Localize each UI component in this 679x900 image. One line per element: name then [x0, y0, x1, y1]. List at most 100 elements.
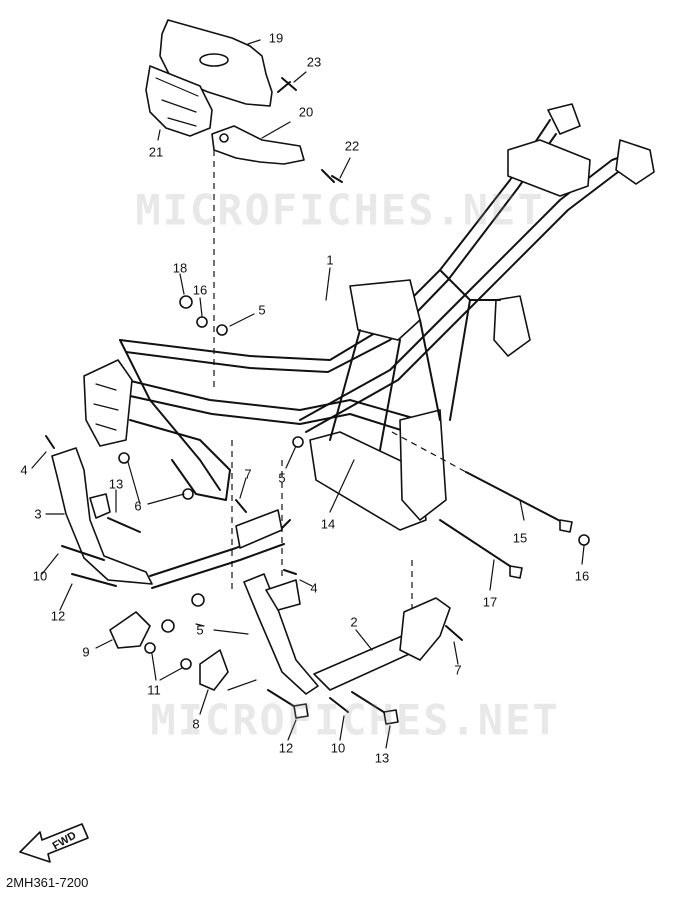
leader-7b	[453, 641, 459, 665]
callout-12-bottom: 12	[278, 740, 294, 756]
part-11-nut-b	[180, 658, 192, 670]
callout-2: 2	[350, 614, 358, 630]
part-6-nut-a	[118, 452, 130, 464]
part-20-hole	[219, 133, 229, 143]
frame-pivot-block	[309, 431, 427, 531]
callout-21: 21	[148, 144, 164, 160]
frame-side-plate	[493, 295, 531, 357]
frame-rear-loop	[547, 103, 581, 135]
callout-9: 9	[82, 644, 90, 660]
part-center-bracket	[235, 509, 283, 549]
leader-16a	[199, 297, 203, 317]
leader-20	[261, 121, 291, 139]
callout-15: 15	[512, 530, 528, 546]
callout-16-right: 16	[574, 568, 590, 584]
lower-crossbar-2	[151, 543, 285, 589]
leader-5b	[285, 445, 297, 469]
frame-rail-upper-left	[119, 119, 551, 361]
leader-16b	[581, 545, 585, 565]
leader-5a	[229, 313, 255, 327]
part-3-bracket	[89, 493, 111, 519]
leader-23	[293, 71, 307, 83]
callout-4-left: 4	[20, 462, 28, 478]
leader-5c	[195, 623, 249, 635]
frame-rail-upper-right	[299, 149, 641, 421]
callout-14: 14	[320, 516, 336, 532]
callout-3: 3	[34, 506, 42, 522]
leader-2	[355, 629, 373, 651]
callout-6: 6	[134, 498, 142, 514]
lower-right-tube	[243, 573, 319, 695]
callout-5-upper: 5	[258, 302, 266, 318]
leader-8	[199, 679, 257, 715]
part-8-bracket	[199, 649, 229, 691]
fwd-arrow-icon	[19, 823, 89, 863]
part-7-bolt-center	[235, 499, 247, 513]
callout-7-center: 7	[244, 466, 252, 482]
callout-19: 19	[268, 30, 284, 46]
watermark-bottom: MICROFICHES.NET	[150, 695, 560, 745]
frame-main-spar-left	[119, 339, 221, 491]
part-23-bolt	[277, 77, 297, 93]
part-5-washer-b	[292, 436, 304, 448]
frame-side-strut	[439, 269, 501, 421]
watermark-top: MICROFICHES.NET	[135, 185, 545, 235]
part-19-hole	[199, 53, 229, 67]
part-15-bolt-shaft	[465, 471, 567, 525]
leader-1	[325, 267, 331, 301]
leader-19	[247, 39, 261, 45]
frame-center-strut-1	[329, 319, 441, 451]
callout-7-right: 7	[454, 662, 462, 678]
frame-rear-tip	[615, 139, 655, 185]
leader-18	[179, 273, 185, 295]
part-17-bolt-head	[509, 565, 523, 579]
part-16-nut	[578, 534, 590, 546]
callout-13-bottom: 13	[374, 750, 390, 766]
leader-10a	[41, 553, 59, 575]
callout-18: 18	[172, 260, 188, 276]
part-11-nut-a	[144, 642, 156, 654]
leader-12a	[59, 583, 73, 611]
part-5-washer-c	[191, 593, 205, 607]
part-5-washer-a	[216, 324, 228, 336]
frame-rail-upper-left-inner	[125, 133, 557, 373]
callout-23: 23	[306, 54, 322, 70]
part-17-bolt-shaft	[439, 519, 517, 571]
part-13-bolt-head	[383, 709, 399, 725]
dash-15	[391, 431, 467, 473]
part-4-bolt-right	[283, 569, 297, 575]
leader-9	[95, 639, 113, 649]
callout-8: 8	[192, 716, 200, 732]
leader-17	[489, 559, 495, 591]
callout-5-lower: 5	[196, 622, 204, 638]
callout-12-left: 12	[50, 608, 66, 624]
leader-12b	[287, 719, 297, 741]
callout-5-center: 5	[278, 470, 286, 486]
frame-rear-crossmember	[507, 139, 591, 197]
callout-10-left: 10	[32, 568, 48, 584]
callout-16-upper: 16	[192, 282, 208, 298]
part-22-bolt	[321, 169, 343, 183]
drawing-code: 2MH361-7200	[6, 875, 89, 890]
part-3-downtube-left	[51, 447, 153, 585]
callout-22: 22	[344, 138, 360, 154]
leader-6	[127, 461, 185, 505]
part-12-bolt-head	[293, 703, 309, 719]
part-16-nut-a	[196, 316, 208, 328]
callout-4-right: 4	[310, 580, 318, 596]
leader-22	[339, 157, 351, 179]
part-5-washer-d	[161, 619, 175, 633]
leader-14	[329, 459, 355, 513]
callout-1: 1	[326, 252, 334, 268]
frame-center-box	[349, 279, 421, 341]
part-10-bolt-bottom	[329, 697, 349, 713]
frame-pivot-plate	[399, 409, 447, 521]
callout-20: 20	[298, 104, 314, 120]
part-9-bracket	[109, 611, 151, 649]
part-7-bolt-right	[445, 625, 463, 641]
frame-steering-head	[83, 359, 133, 447]
leader-15	[519, 499, 525, 521]
part-20-bracket	[211, 125, 305, 165]
